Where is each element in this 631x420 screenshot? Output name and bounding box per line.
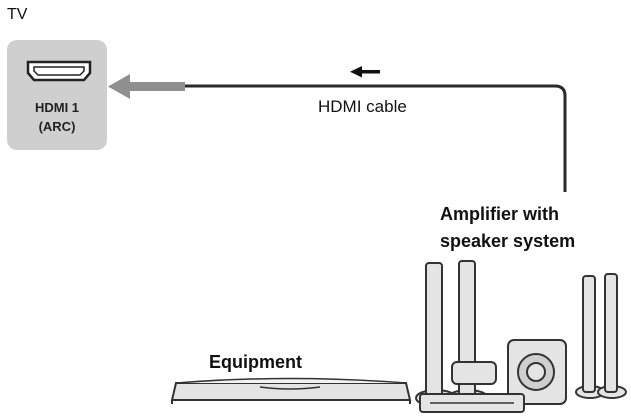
hdmi-port-name: HDMI 1 — [34, 100, 80, 115]
connection-arrow-icon — [108, 74, 185, 99]
speaker-system-icon — [415, 260, 627, 413]
cable-label: HDMI cable — [318, 97, 407, 116]
amplifier-label-line1: Amplifier with — [440, 204, 560, 224]
equipment-device-icon — [170, 377, 412, 404]
amplifier-label-line2: speaker system — [440, 231, 576, 251]
tv-hdmi-panel — [7, 40, 107, 150]
equipment-label: Equipment — [209, 352, 302, 372]
direction-arrow-icon — [350, 66, 380, 78]
tv-label: TV — [7, 6, 28, 23]
hdmi-port-icon — [26, 60, 92, 82]
hdmi-cable — [185, 84, 567, 192]
hdmi-port-sub: (ARC) — [38, 119, 76, 134]
